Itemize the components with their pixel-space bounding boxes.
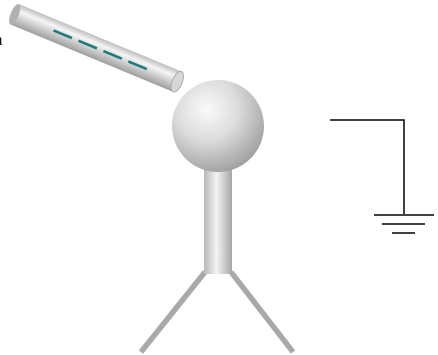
- negative-charge-mark: [102, 49, 123, 60]
- rod-end-cap-right: [170, 70, 184, 93]
- rod-end-cap-left: [9, 4, 21, 25]
- negative-charges: [53, 29, 148, 71]
- ground-wire: [330, 119, 405, 214]
- negative-charge-mark: [127, 60, 148, 71]
- right-leg: [228, 270, 296, 354]
- negative-charge-mark: [53, 29, 73, 40]
- cropped-label-line-1: n: [0, 31, 3, 48]
- left-leg: [138, 270, 208, 354]
- negative-charge-mark: [77, 39, 98, 50]
- charged-rod: [9, 4, 184, 93]
- electroscope-stem: [204, 168, 232, 274]
- ground-connection: [330, 119, 434, 234]
- electroscope-stand: [138, 168, 296, 354]
- metal-sphere: [172, 80, 264, 172]
